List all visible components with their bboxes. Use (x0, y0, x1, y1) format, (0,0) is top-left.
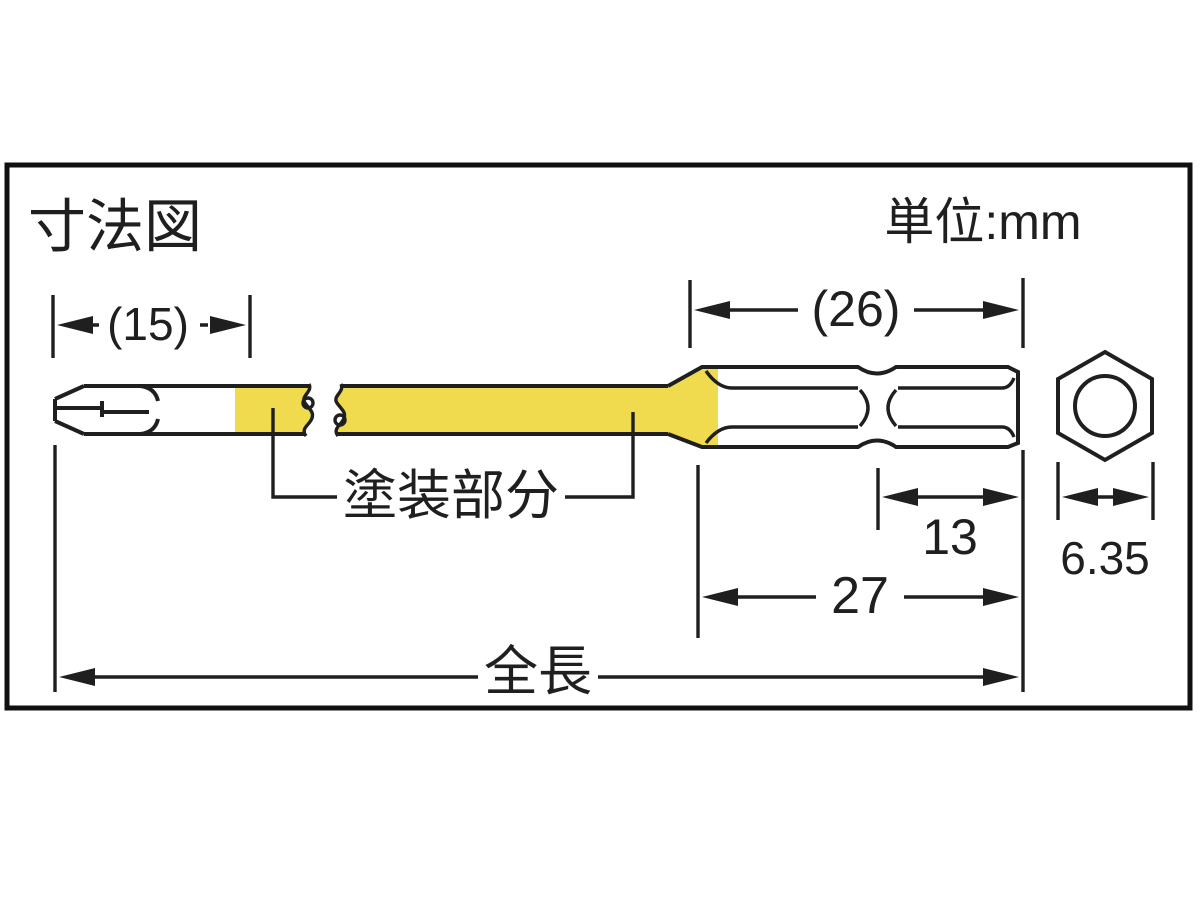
dim-13-label: 13 (922, 509, 978, 565)
painted-part-callout: 塗装部分 (271, 408, 635, 526)
break-symbol (301, 383, 347, 438)
groove-arc-left (858, 388, 870, 428)
dim-27-label: 27 (831, 567, 889, 625)
dimension-tip-length: (15) (51, 295, 252, 358)
hex-end-view (1056, 349, 1154, 463)
dimension-hex-section: (26) (688, 278, 1025, 348)
hex-shank (667, 365, 1020, 449)
cross-slot-lines (55, 401, 149, 417)
dimension-overall-length: 全長 (53, 445, 1019, 702)
hexagon-inner-circle (1073, 374, 1137, 438)
page-title: 寸法図 (28, 195, 202, 260)
dim-15-label: (15) (107, 298, 189, 350)
painted-part-label: 塗装部分 (343, 466, 559, 526)
dimension-13: 13 (876, 468, 1019, 565)
groove-arc-right (886, 388, 898, 428)
leader-line-right (565, 412, 635, 499)
dim-26-label: (26) (812, 281, 901, 337)
diagram-frame (4, 162, 1193, 711)
hexagon-outline (1056, 349, 1154, 463)
unit-label: 単位:mm (884, 194, 1081, 250)
overall-length-label: 全長 (484, 642, 592, 702)
leader-line-left (271, 408, 337, 499)
dimension-hex-width: 6.35 (1056, 462, 1155, 584)
dim-635-label: 6.35 (1060, 532, 1150, 584)
phillips-tip (53, 384, 309, 436)
dimension-27: 27 (696, 465, 1019, 638)
